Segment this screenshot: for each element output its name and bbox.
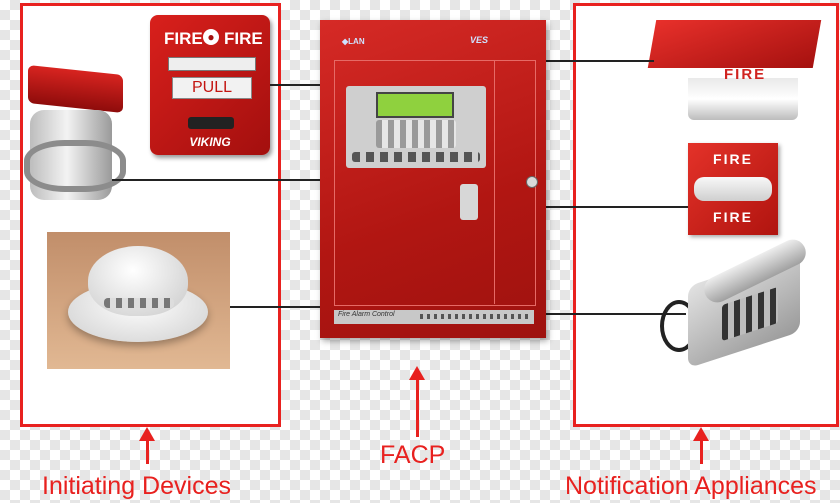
ceiling-horn-word: FIRE xyxy=(724,66,767,83)
manual-pull-station: FIRE ● FIRE PULL VIKING xyxy=(150,15,270,155)
caption-notification-appliances: Notification Appliances xyxy=(565,472,817,500)
arrow-up-initiating-icon xyxy=(139,427,155,441)
facp-operator-panel xyxy=(346,86,486,168)
wire-ceiling-horn xyxy=(544,60,654,62)
facp-strip-label: Fire Alarm Control xyxy=(338,311,395,318)
wall-horn-word-top: FIRE xyxy=(713,151,753,167)
facp-door-lock-icon xyxy=(526,176,538,188)
arrow-up-notification-icon xyxy=(693,427,709,441)
fire-symbol-icon: ● xyxy=(203,29,219,45)
wire-pull-station xyxy=(270,84,322,86)
ceiling-horn-lens xyxy=(688,78,798,120)
facp-key-switch xyxy=(460,184,478,220)
wall-horn-strobe-lens xyxy=(694,177,772,201)
facp-door-divider xyxy=(494,60,495,304)
smoke-detector-vent xyxy=(104,298,174,308)
ceiling-horn-housing xyxy=(647,20,822,68)
facp-brand-right: VES xyxy=(470,35,489,45)
wire-wall-horn xyxy=(544,206,688,208)
caption-facp: FACP xyxy=(380,441,446,469)
wall-horn-word-bottom: FIRE xyxy=(713,209,753,225)
wire-telephone xyxy=(544,313,686,315)
ceiling-horn-strobe: FIRE xyxy=(647,20,822,120)
facp-label-strip: Fire Alarm Control xyxy=(334,310,534,324)
wire-flow-switch xyxy=(112,179,322,181)
facp-brand-left: ◆LAN xyxy=(342,37,365,46)
pull-station-handle xyxy=(188,117,234,129)
wire-smoke-detector xyxy=(230,306,322,308)
arrow-shaft-facp xyxy=(416,379,419,437)
arrow-shaft-initiating xyxy=(146,440,149,464)
pull-station-word-right: FIRE xyxy=(224,29,263,48)
pull-station-label: PULL xyxy=(172,77,252,99)
waterflow-switch-pipe xyxy=(24,140,126,192)
pull-station-window xyxy=(168,57,256,71)
facp-keypad xyxy=(376,120,456,148)
arrow-shaft-notification xyxy=(700,440,703,464)
fire-alarm-control-panel: ◆LAN VES Fire Alarm Control xyxy=(320,20,546,338)
facp-lcd-display xyxy=(376,92,454,118)
pull-station-brand: VIKING xyxy=(189,135,231,149)
facp-led-row xyxy=(352,152,480,162)
telephone-cord xyxy=(660,300,698,352)
arrow-up-facp-icon xyxy=(409,366,425,380)
wall-horn-strobe: FIRE FIRE xyxy=(688,143,778,235)
pull-station-word-left: FIRE xyxy=(164,29,203,48)
facp-zone-indicators xyxy=(420,314,530,319)
caption-initiating-devices: Initiating Devices xyxy=(42,472,231,500)
